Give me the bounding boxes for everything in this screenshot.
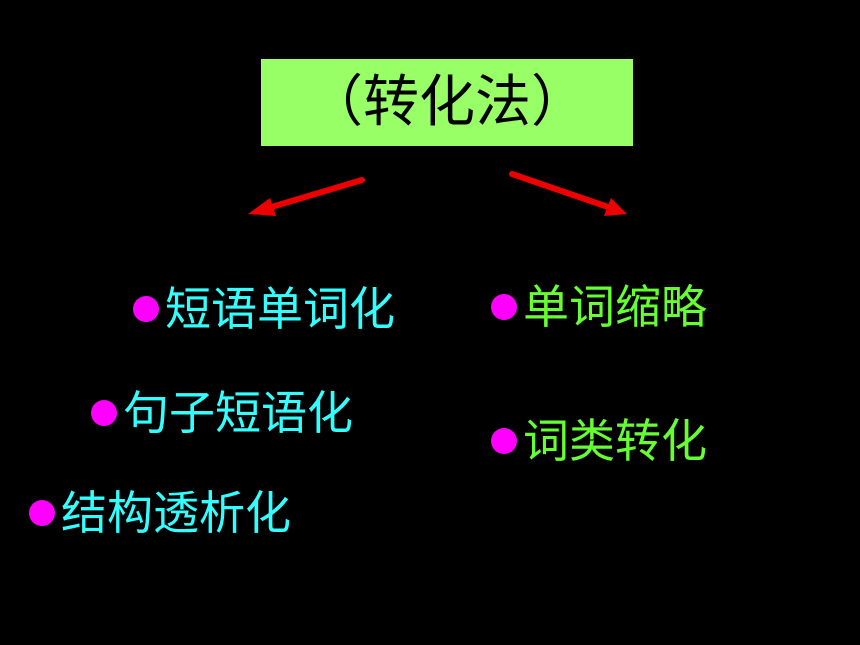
left-item-3: 结构透析化 xyxy=(29,490,291,536)
right-item-label: 词类转化 xyxy=(523,414,707,468)
title-box: （转化法） xyxy=(261,59,633,146)
title-text: （转化法） xyxy=(307,69,587,135)
bullet-icon xyxy=(29,500,55,526)
left-item-1: 短语单词化 xyxy=(133,286,395,332)
right-item-2: 词类转化 xyxy=(491,418,707,464)
right-item-1: 单词缩略 xyxy=(491,284,707,330)
bullet-icon xyxy=(491,428,517,454)
bullet-icon xyxy=(91,400,117,426)
left-item-label: 结构透析化 xyxy=(61,486,291,540)
right-item-label: 单词缩略 xyxy=(523,280,707,334)
bullet-icon xyxy=(133,296,159,322)
arrow-left xyxy=(248,177,365,216)
arrow-left-head xyxy=(248,198,276,216)
left-item-label: 短语单词化 xyxy=(165,282,395,336)
left-item-label: 句子短语化 xyxy=(123,386,353,440)
bullet-icon xyxy=(491,294,517,320)
arrow-right-shaft xyxy=(509,171,611,210)
arrow-left-shaft xyxy=(265,177,365,211)
arrow-right-head xyxy=(604,198,627,216)
left-item-2: 句子短语化 xyxy=(91,390,353,436)
arrow-right xyxy=(509,171,627,216)
